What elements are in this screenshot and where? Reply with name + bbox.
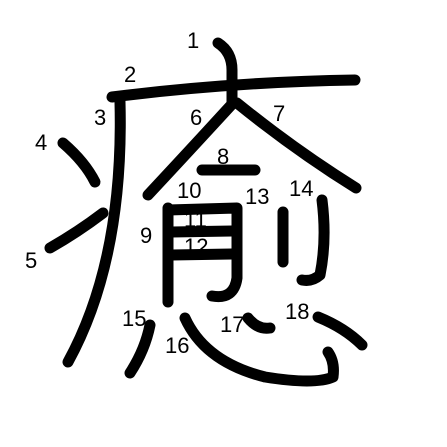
stroke-label-3: 3 xyxy=(94,105,106,130)
stroke-label-14: 14 xyxy=(289,176,313,201)
stroke-2 xyxy=(106,74,361,103)
stroke-label-17: 17 xyxy=(220,312,244,337)
stroke-17 xyxy=(242,312,276,334)
stroke-14 xyxy=(296,194,330,286)
stroke-label-2: 2 xyxy=(124,62,136,87)
stroke-12 xyxy=(166,248,238,261)
stroke-label-11: 11 xyxy=(184,207,207,232)
stroke-10 xyxy=(162,202,243,303)
stroke-11 xyxy=(166,225,238,238)
stroke-label-16: 16 xyxy=(165,333,189,358)
stroke-label-10: 10 xyxy=(177,178,201,203)
stroke-4 xyxy=(57,137,101,188)
stroke-label-18: 18 xyxy=(285,299,309,324)
stroke-label-5: 5 xyxy=(25,248,37,273)
stroke-18 xyxy=(312,311,368,351)
stroke-label-1: 1 xyxy=(187,28,199,53)
stroke-label-15: 15 xyxy=(122,306,146,331)
stroke-label-6: 6 xyxy=(190,105,202,130)
stroke-3 xyxy=(62,96,126,368)
stroke-label-9: 9 xyxy=(140,223,152,248)
stroke-label-13: 13 xyxy=(245,184,269,209)
stroke-5 xyxy=(44,207,109,254)
stroke-label-8: 8 xyxy=(217,144,229,169)
stroke-6 xyxy=(142,96,240,201)
stroke-1 xyxy=(212,37,238,108)
stroke-16 xyxy=(179,312,339,387)
stroke-label-4: 4 xyxy=(35,130,47,155)
stroke-label-12: 12 xyxy=(184,234,208,259)
stroke-label-7: 7 xyxy=(273,101,285,126)
stroke-7 xyxy=(231,97,362,194)
stroke-15 xyxy=(124,319,156,379)
